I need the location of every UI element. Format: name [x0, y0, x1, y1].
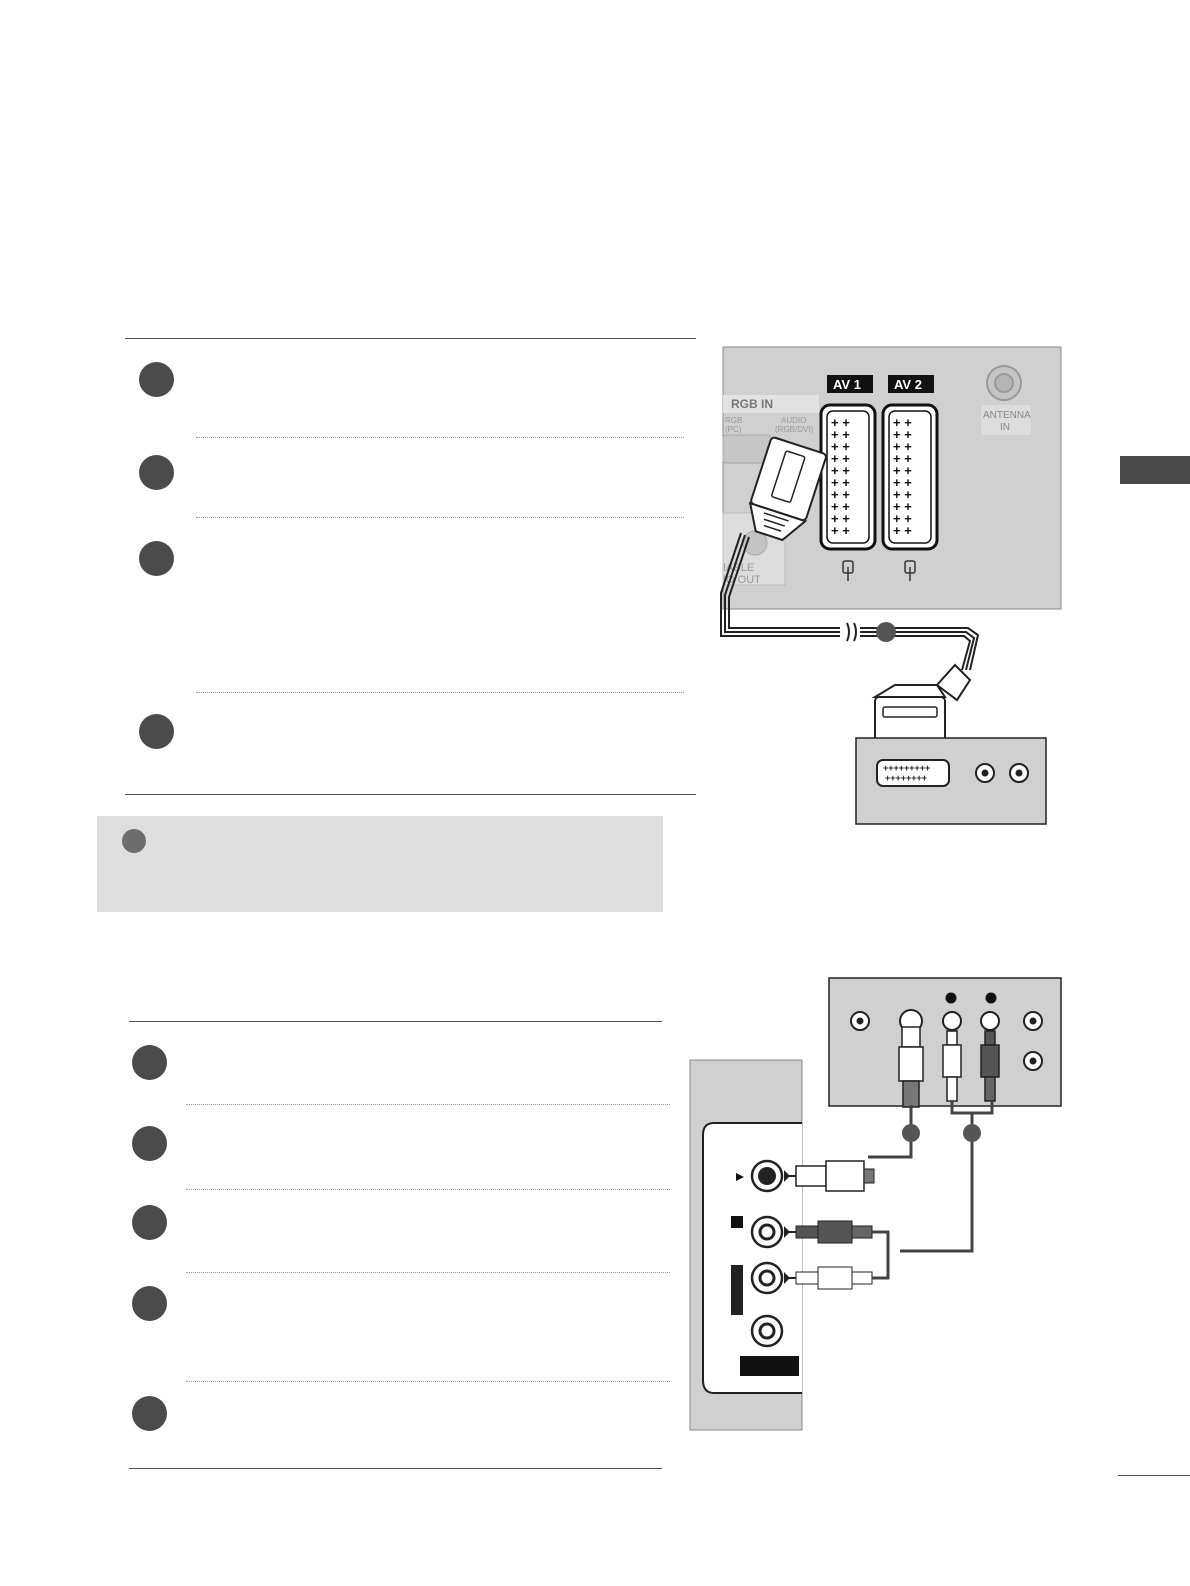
vcr-scart-socket [876, 759, 950, 787]
av2-io-icon [904, 560, 916, 581]
av1-scart-socket: + ++ ++ + + ++ ++ + + ++ ++ + + + [819, 403, 877, 551]
audio-rgb-dvi-label: AUDIO [781, 416, 806, 425]
audio-plug-red-side [784, 1220, 873, 1244]
svg-text:+ +: + + [893, 499, 912, 514]
svg-text:++++++++: ++++++++ [885, 773, 927, 783]
step-3-marker [132, 1205, 167, 1240]
svg-text:+ +: + + [893, 463, 912, 478]
rgb-in-label: RGB IN [731, 397, 773, 411]
svg-text:+ +: + + [831, 499, 850, 514]
svg-text:+ +: + + [831, 439, 850, 454]
antenna-in-label: ANTENNA [983, 410, 1031, 421]
svg-text:+ +: + + [831, 415, 850, 430]
step-divider [196, 517, 684, 518]
section2-top-rule [129, 1021, 662, 1022]
av1-io-icon [842, 560, 854, 581]
step-divider [196, 437, 684, 438]
audio-plug-red-top [980, 1030, 1000, 1102]
note-box [97, 816, 663, 912]
s-video-cable-marker [902, 1124, 920, 1142]
svg-text:IN: IN [1000, 422, 1010, 433]
svg-text:+ +: + + [893, 511, 912, 526]
svg-text:+ +: + + [893, 451, 912, 466]
vcr-scart-plug [871, 663, 972, 744]
step-2-marker [139, 455, 174, 490]
step-divider [186, 1189, 670, 1190]
rgb-pc-label: RGB [725, 416, 742, 425]
step-4-marker [132, 1286, 167, 1321]
s-video-connection-diagram [689, 977, 1062, 1431]
svg-text:+ +: + + [831, 427, 850, 442]
device-audio-jack [980, 1011, 1000, 1031]
av2-scart-socket: + ++ ++ + + ++ ++ + + ++ ++ + + + [881, 403, 939, 551]
svg-text:IO OUT: IO OUT [723, 574, 761, 586]
svg-text:+ +: + + [893, 427, 912, 442]
page-number-rule [1118, 1475, 1190, 1476]
step-divider [186, 1272, 670, 1273]
svg-text:+ +: + + [831, 511, 850, 526]
svg-text:+++++++++: +++++++++ [883, 763, 930, 773]
step-2-marker [132, 1126, 167, 1161]
tv-scart-plug [748, 436, 827, 542]
s-video-plug-top [898, 1026, 924, 1108]
svg-text:+ +: + + [831, 523, 850, 538]
external-device-panel [828, 977, 1062, 1107]
step-4-marker [139, 714, 174, 749]
device-audio-jack [942, 1011, 962, 1031]
step-divider [186, 1104, 670, 1105]
cable-callout-marker [876, 622, 896, 642]
svg-text:+ +: + + [831, 451, 850, 466]
audio-cable-marker [963, 1124, 981, 1142]
section1-bottom-rule [125, 794, 696, 795]
svg-text:+ +: + + [831, 487, 850, 502]
svg-text:+ +: + + [893, 415, 912, 430]
audio-plug-white-top [942, 1030, 962, 1102]
scart-connection-diagram: RGB IN RGB (PC) AUDIO (RGB/DVI) IABLE IO… [720, 346, 1062, 825]
scart-cable [720, 532, 840, 637]
chapter-tab [1120, 456, 1190, 484]
audio-plug-white-side [784, 1266, 873, 1290]
av1-label: AV 1 [833, 377, 861, 392]
section2-bottom-rule [129, 1468, 662, 1469]
svg-text:(RGB/DVI): (RGB/DVI) [775, 425, 814, 434]
step-1-marker [132, 1045, 167, 1080]
svg-text:+ +: + + [893, 523, 912, 538]
note-bullet [122, 829, 146, 853]
step-3-marker [139, 541, 174, 576]
svg-text:+ +: + + [831, 463, 850, 478]
svg-text:+ +: + + [831, 475, 850, 490]
step-1-marker [139, 362, 174, 397]
svg-text:+ +: + + [893, 475, 912, 490]
s-video-plug-side [784, 1160, 875, 1192]
step-divider [196, 692, 684, 693]
section1-top-rule [125, 338, 696, 339]
step-5-marker [132, 1396, 167, 1431]
av2-label: AV 2 [894, 377, 922, 392]
step-divider [186, 1381, 670, 1382]
svg-text:+ +: + + [893, 487, 912, 502]
svg-text:+ +: + + [893, 439, 912, 454]
svg-text:(PC): (PC) [725, 425, 742, 434]
tv-side-label-block [740, 1356, 799, 1376]
